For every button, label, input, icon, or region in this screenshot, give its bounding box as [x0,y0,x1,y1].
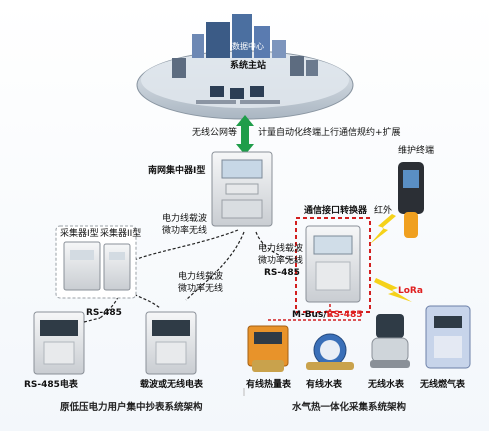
collector-type1-label: 采集器I型 [60,229,99,239]
heat-meter-label: 有线热量表 [246,380,292,390]
mbus-label: M-Bus/RS-485 [292,310,363,321]
maintenance-terminal-label: 维护终端 [398,146,435,156]
heat-meter-device [247,325,289,372]
collector-type2-label: 采集器II型 [100,229,142,239]
wireless-gas-meter-label: 无线燃气表 [420,380,466,390]
infrared-lightning-icon [370,214,396,244]
main-station-platform [136,14,354,120]
protocol-note-label: 计量自动化终端上行通信规约+扩展 [258,128,401,138]
computer-icon [210,86,224,97]
mbus-text: M-Bus/ [292,310,327,320]
rs485-meter-label: RS-485电表 [24,380,78,390]
collector-plc-label: 电力线载波 [178,272,224,282]
maintenance-terminal-device [398,162,424,238]
wireless-water-meter-label: 无线水表 [368,380,405,390]
converter-highlight-box [295,217,371,313]
concentrator-wireless-label: 微功率无线 [162,226,208,236]
wired-water-meter-device [306,333,354,370]
right-caption: 水气热一体化采集系统架构 [292,402,407,413]
concentrator-device [211,151,273,227]
concentrator-title: 南网集中器I型 [148,166,206,176]
converter-title: 通信接口转换器 [304,206,368,216]
wired-water-meter-label: 有线水表 [306,380,343,390]
wireless-gas-meter-device [425,305,471,369]
wireless-public-label: 无线公网等 [192,128,238,138]
rs485-meter-device [33,311,85,375]
left-caption: 原低压电力用户集中抄表系统架构 [60,402,203,413]
converter-plc-label: 电力线载波 [258,244,304,254]
carrier-meter-device [145,311,197,375]
mbus-rs485-text: RS-485 [326,310,363,320]
collector-type2-device [103,243,131,291]
converter-wireless-label: 微功率无线 [258,256,304,266]
server-icon [290,56,304,76]
server-icon [172,58,186,78]
concentrator-plc-label: 电力线载波 [162,214,208,224]
lora-lightning-icon [374,278,412,302]
converter-rs485-label: RS-485 [264,268,300,278]
main-station-label: 系统主站 [230,61,267,71]
collector-type1-device [63,241,101,291]
wireless-link-arrow [236,115,254,155]
converter-device [305,225,361,303]
collectors-group [55,225,137,299]
mbus-lines [268,304,362,321]
data-center-label: 数据中心 [232,42,264,51]
carrier-meter-label: 载波或无线电表 [140,380,204,390]
building-icon [206,22,230,58]
infrared-label: 红外 [374,206,393,216]
collector-rs485-label: RS-485 [86,308,122,318]
computer-icon [230,88,244,99]
lora-label: LoRa [398,286,423,296]
collector-wireless-label: 微功率无线 [178,284,224,294]
computer-icon [250,86,264,97]
wireless-water-meter-device [370,314,410,368]
